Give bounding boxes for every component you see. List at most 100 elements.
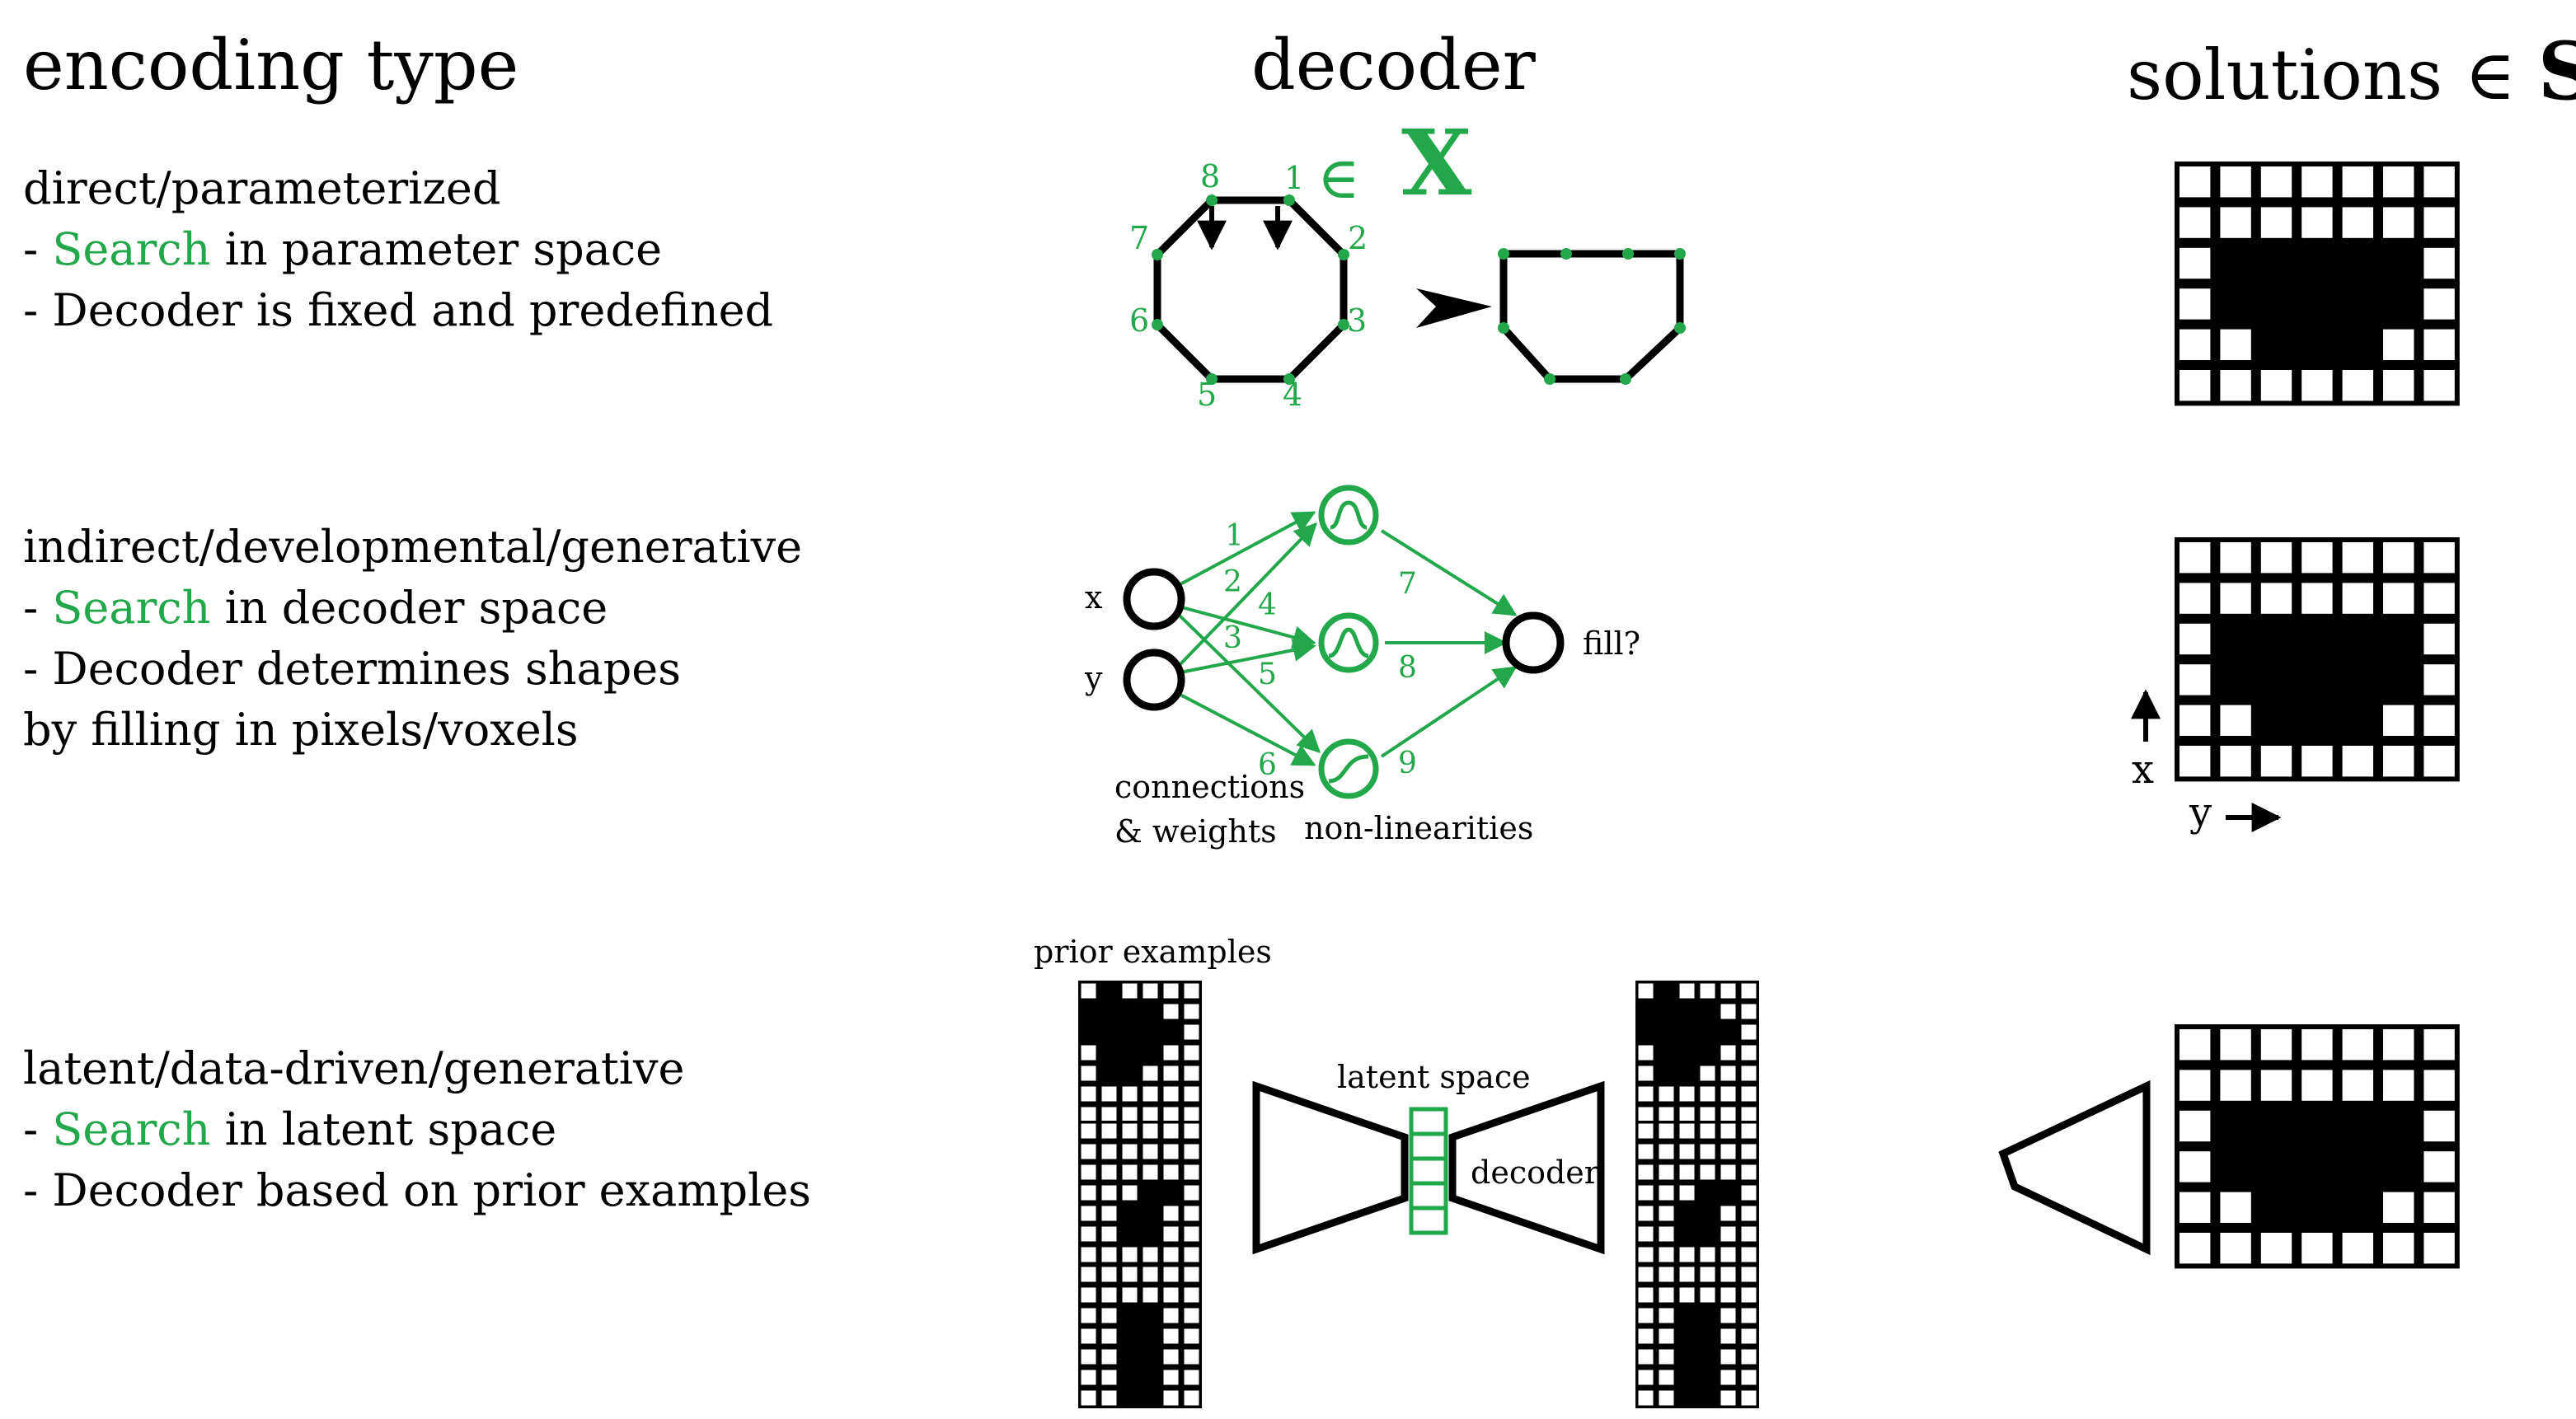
input-y-label: y: [1084, 660, 1103, 696]
search-rest: in latent space: [210, 1103, 557, 1155]
empty-pixel: [1638, 1390, 1654, 1406]
weight-label: 8: [1398, 651, 1417, 685]
empty-pixel: [2342, 746, 2373, 777]
filled-pixel: [1140, 1367, 1158, 1385]
empty-pixel: [1638, 1308, 1654, 1323]
vertex-point: [1206, 373, 1218, 385]
filled-pixel: [1122, 1346, 1138, 1365]
empty-pixel: [1638, 983, 1654, 999]
empty-pixel: [1163, 1247, 1179, 1262]
empty-pixel: [1101, 1086, 1117, 1102]
empty-pixel: [1122, 1164, 1138, 1180]
filled-pixel: [2337, 324, 2373, 360]
filled-pixel: [1101, 1063, 1117, 1081]
empty-pixel: [1638, 1065, 1654, 1081]
empty-pixel: [1122, 1107, 1138, 1122]
latent-space-label: latent space: [1337, 1059, 1531, 1095]
empty-pixel: [1163, 1328, 1179, 1344]
empty-pixel: [1679, 1107, 1695, 1122]
filled-pixel: [2337, 1187, 2373, 1223]
empty-pixel: [1700, 1144, 1715, 1159]
empty-pixel: [2424, 207, 2455, 238]
empty-pixel: [1163, 1267, 1179, 1282]
filled-pixel: [2220, 659, 2251, 695]
filled-pixel: [2220, 1110, 2251, 1142]
solution-set-symbol: S: [2537, 25, 2576, 118]
empty-pixel: [1741, 1328, 1757, 1344]
empty-pixel: [1184, 1164, 1199, 1180]
empty-pixel: [1184, 1004, 1199, 1019]
filled-pixel: [2220, 283, 2251, 320]
empty-pixel: [1659, 1107, 1674, 1122]
filled-pixel: [1697, 1224, 1715, 1242]
filled-pixel: [1679, 1206, 1695, 1221]
empty-pixel: [1101, 1370, 1117, 1385]
filled-pixel: [2297, 1110, 2333, 1142]
reconstructed-example-grid: [1635, 981, 1759, 1125]
empty-pixel: [2342, 1233, 2373, 1264]
filled-pixel: [1679, 1326, 1695, 1344]
empty-pixel: [1741, 1185, 1757, 1201]
network-edges: [1177, 511, 1518, 766]
empty-pixel: [1081, 1144, 1096, 1159]
empty-pixel: [1720, 1065, 1736, 1081]
empty-pixel: [1679, 983, 1695, 999]
empty-pixel: [1122, 1247, 1138, 1262]
empty-pixel: [2424, 247, 2455, 279]
empty-pixel: [1163, 1390, 1179, 1406]
filled-pixel: [2378, 283, 2414, 320]
vertex-point: [1283, 373, 1295, 385]
empty-pixel: [1122, 1185, 1138, 1201]
empty-pixel: [2180, 1233, 2211, 1264]
filled-pixel: [2297, 247, 2333, 279]
empty-pixel: [1659, 1267, 1674, 1282]
empty-pixel: [2383, 746, 2414, 777]
filled-pixel: [2220, 1146, 2251, 1182]
empty-pixel: [1741, 1107, 1757, 1122]
empty-pixel: [1143, 1086, 1158, 1102]
filled-pixel: [1140, 1308, 1158, 1323]
weight-label: 1: [1225, 519, 1244, 553]
vertex-point: [1338, 319, 1349, 330]
weight-label: 4: [1258, 588, 1277, 622]
empty-pixel: [1081, 1045, 1096, 1061]
empty-pixel: [1081, 1308, 1096, 1323]
solution-grid-direct: [2175, 162, 2460, 406]
empty-pixel: [2180, 542, 2211, 574]
filled-pixel: [1119, 1022, 1138, 1040]
weight-label: 3: [1223, 621, 1242, 655]
vertex-point: [1152, 319, 1163, 330]
filled-pixel: [1656, 1022, 1674, 1040]
filled-pixel: [2297, 1146, 2333, 1182]
empty-pixel: [1741, 1287, 1757, 1303]
filled-pixel: [1140, 1022, 1158, 1040]
empty-pixel: [1184, 1086, 1199, 1102]
empty-pixel: [1741, 983, 1757, 999]
empty-pixel: [1679, 1185, 1695, 1201]
empty-pixel: [2424, 705, 2455, 736]
empty-pixel: [1101, 1390, 1117, 1406]
weight-label: 5: [1258, 658, 1277, 691]
empty-pixel: [2383, 583, 2414, 614]
empty-pixel: [2180, 1151, 2211, 1182]
empty-pixel: [1143, 983, 1158, 999]
sigmoid-activation-icon: [1328, 754, 1369, 784]
latent-encoding-description: latent/data-driven/generative - Search i…: [23, 1038, 811, 1221]
empty-pixel: [1101, 1206, 1117, 1221]
filled-pixel: [2337, 1146, 2373, 1182]
empty-pixel: [1659, 1185, 1674, 1201]
empty-pixel: [1081, 1328, 1096, 1344]
direct-encoding-description: direct/parameterized - Search in paramet…: [23, 158, 773, 341]
input-x-label: x: [1085, 579, 1102, 616]
filled-pixel: [1697, 1346, 1715, 1365]
empty-pixel: [1101, 1287, 1117, 1303]
empty-pixel: [1741, 1065, 1757, 1081]
empty-pixel: [2383, 329, 2414, 360]
empty-pixel: [1101, 1185, 1117, 1201]
weight-label: 9: [1398, 747, 1417, 780]
edge-weight-9: [1380, 666, 1518, 758]
empty-pixel: [1184, 1123, 1199, 1139]
empty-pixel: [1122, 1287, 1138, 1303]
empty-pixel: [1638, 1370, 1654, 1385]
empty-pixel: [1184, 1247, 1199, 1262]
